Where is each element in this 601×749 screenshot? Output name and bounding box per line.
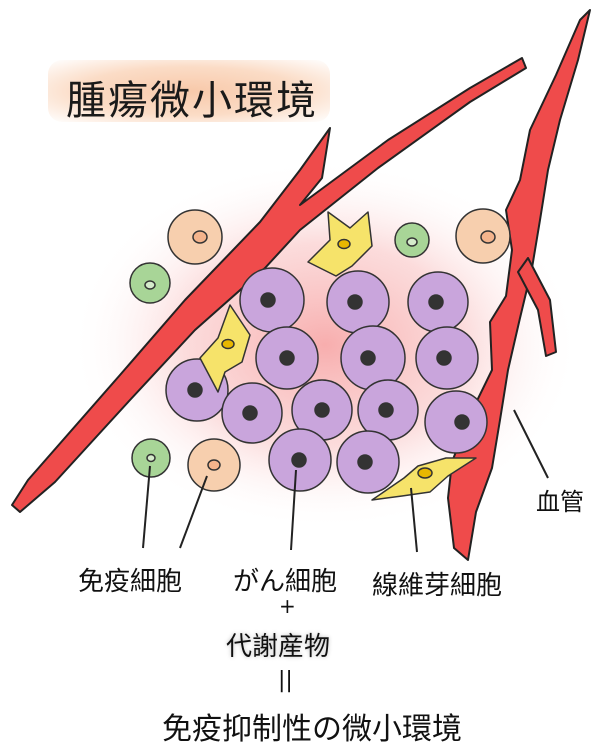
immune-cell-peach [456, 209, 510, 263]
cancer-cell [222, 383, 282, 443]
label-metabolites: 代謝産物 [226, 626, 330, 663]
immune-cell-green [130, 263, 170, 303]
label-immune-cell: 免疫細胞 [78, 561, 182, 598]
cancer-cell [337, 431, 399, 493]
cancer-cell [425, 391, 487, 453]
label-equals: || [278, 668, 293, 693]
label-cancer-cell: がん細胞 [233, 561, 337, 598]
cancer-cell [256, 327, 318, 389]
cancer-cell [416, 327, 478, 389]
label-blood-vessel: 血管 [536, 482, 584, 517]
title-banner: 腫瘍微小環境 [48, 60, 330, 122]
label-plus: + [279, 594, 296, 618]
cancer-cell [327, 271, 389, 333]
leader-line-immune-green [143, 466, 150, 548]
page-title: 腫瘍微小環境 [66, 68, 318, 126]
label-conclusion: 免疫抑制性の微小環境 [162, 704, 462, 748]
immune-cell-green [395, 223, 429, 257]
immune-cell-peach [188, 439, 240, 491]
label-fibroblast: 線維芽細胞 [372, 565, 502, 602]
immune-cell-green [132, 439, 170, 477]
immune-cell-peach [168, 210, 222, 264]
cancer-cell [408, 272, 468, 332]
cancer-cell [240, 268, 304, 332]
cancer-cell [269, 429, 331, 491]
